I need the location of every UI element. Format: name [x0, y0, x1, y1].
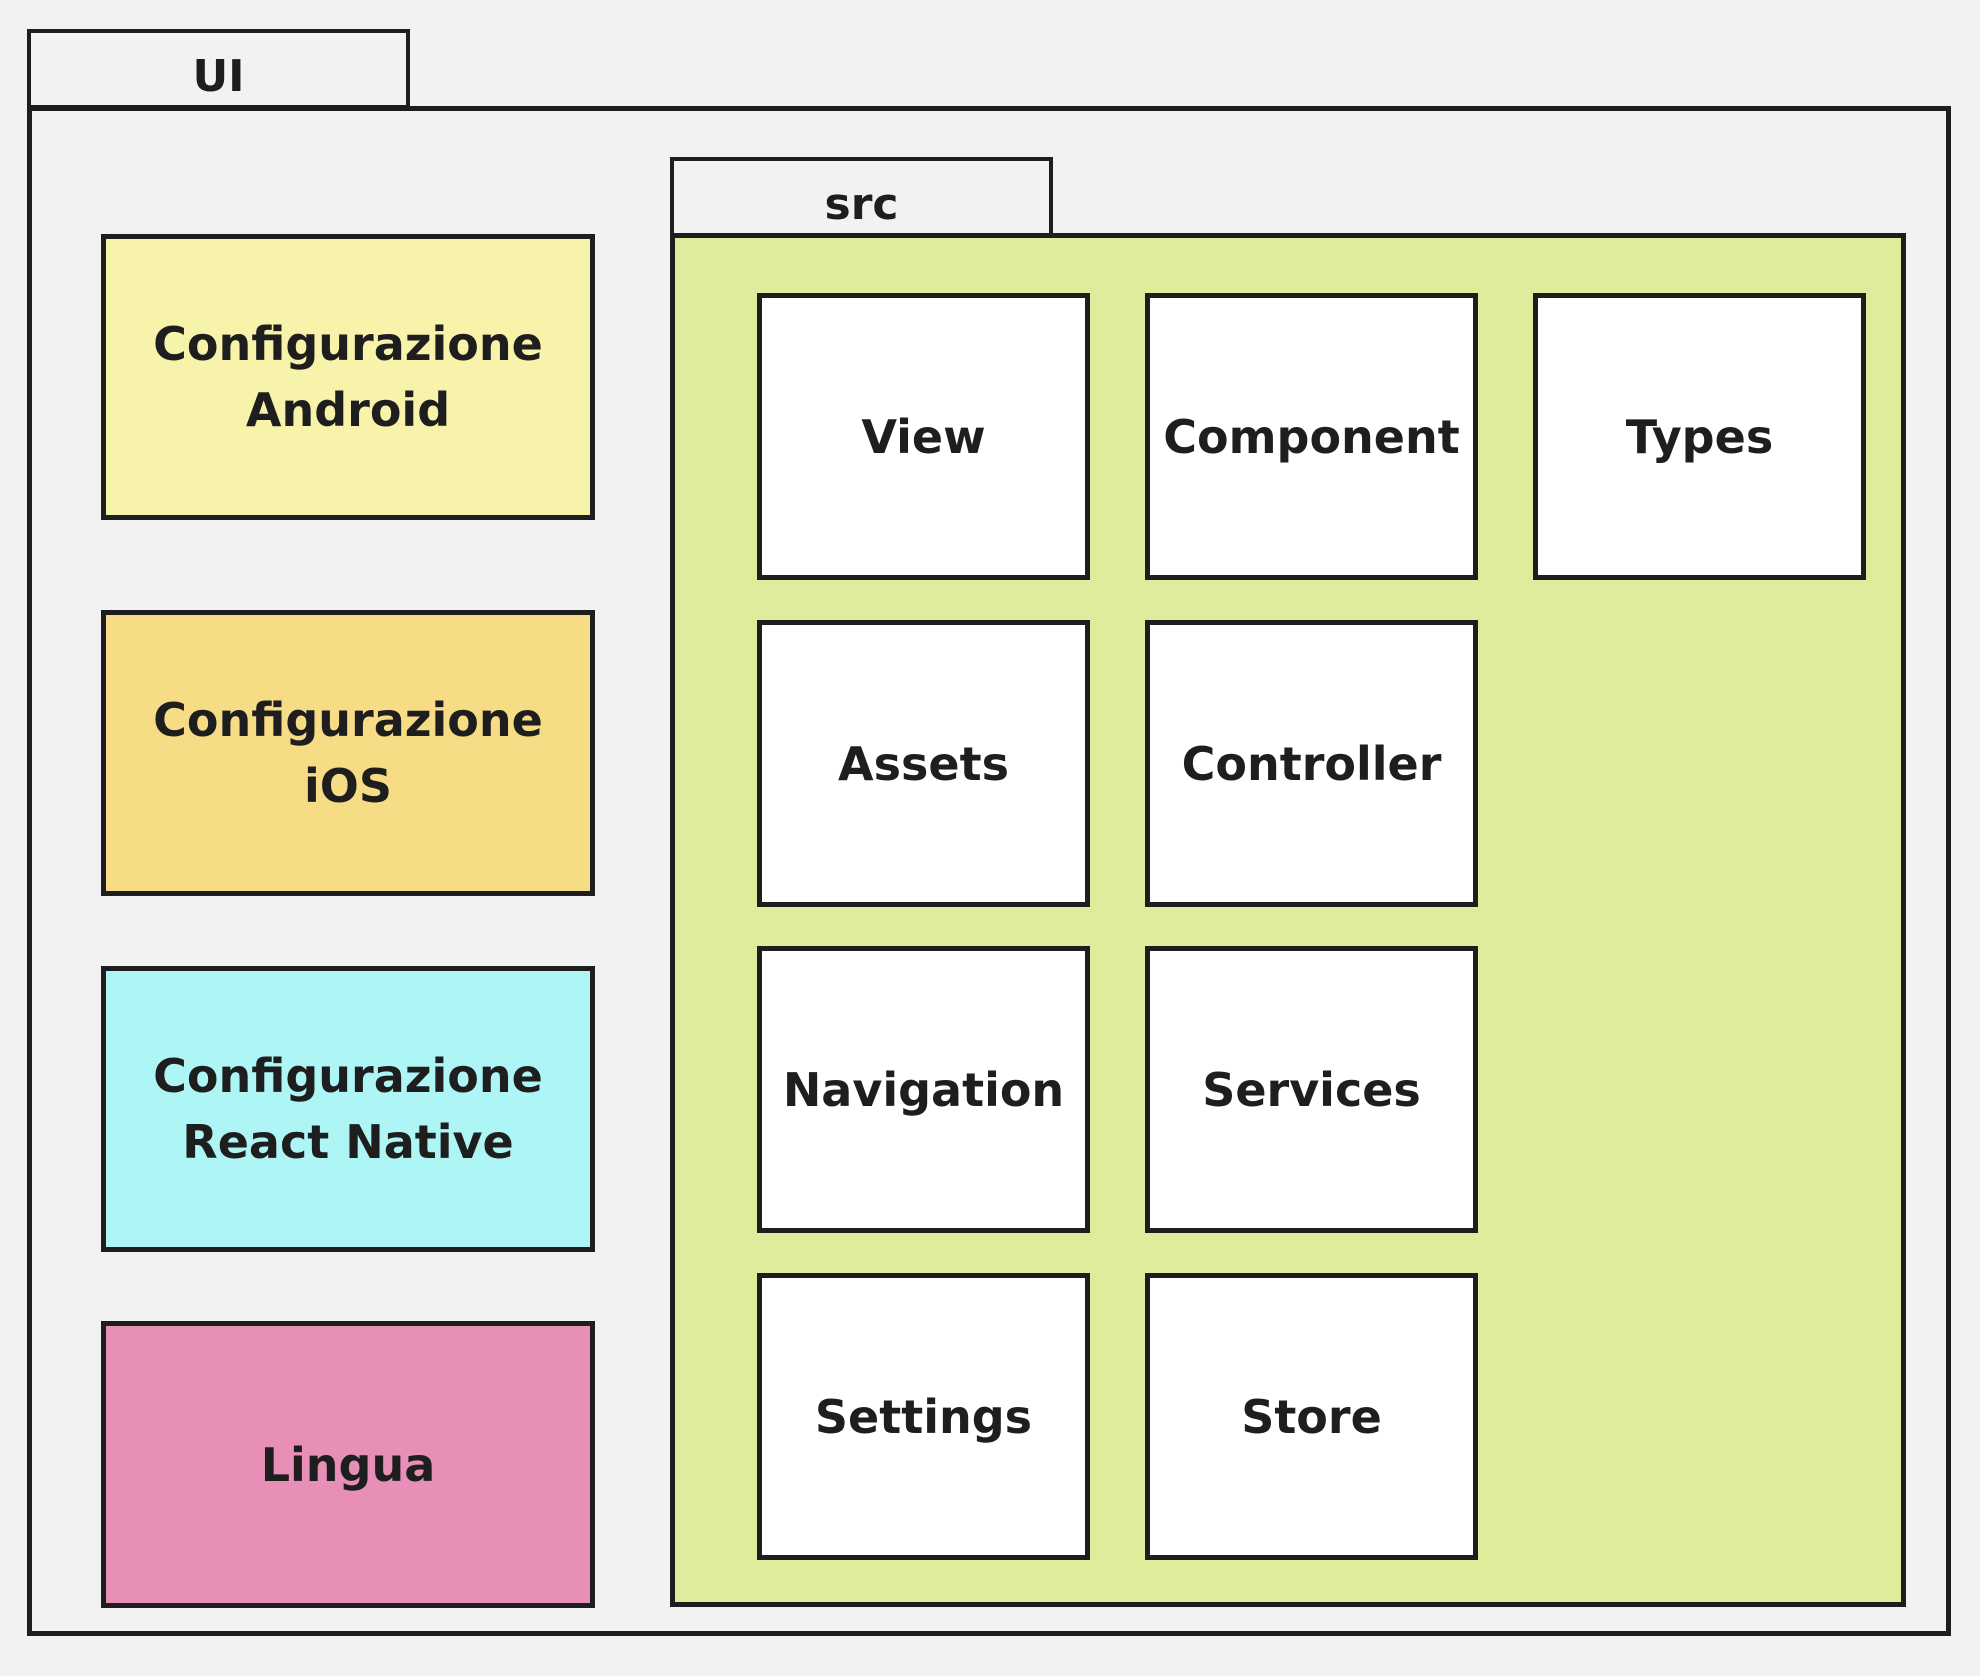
config-react-native-line1: Configurazione — [153, 1049, 543, 1103]
config-react-native-line2: React Native — [182, 1115, 514, 1169]
config-android-box: Configurazione Android — [101, 234, 595, 520]
config-ios-line2: iOS — [303, 759, 392, 813]
lingua-label: Lingua — [260, 1437, 436, 1492]
config-android-line2: Android — [245, 383, 451, 437]
module-services-label: Services — [1202, 1062, 1421, 1117]
module-services: Services — [1145, 946, 1478, 1233]
module-navigation: Navigation — [757, 946, 1090, 1233]
module-view: View — [757, 293, 1090, 580]
config-ios-box: Configurazione iOS — [101, 610, 595, 896]
module-assets: Assets — [757, 620, 1090, 907]
module-store-label: Store — [1241, 1389, 1382, 1444]
lingua-box: Lingua — [101, 1321, 595, 1608]
module-store: Store — [1145, 1273, 1478, 1560]
module-component-label: Component — [1163, 409, 1460, 464]
module-controller: Controller — [1145, 620, 1478, 907]
module-settings: Settings — [757, 1273, 1090, 1560]
ui-package-tab: UI — [27, 29, 410, 109]
module-types-label: Types — [1625, 409, 1774, 464]
config-ios-line1: Configurazione — [153, 693, 543, 747]
module-settings-label: Settings — [814, 1389, 1033, 1444]
ui-package-label: UI — [192, 50, 245, 102]
src-package-tab: src — [670, 157, 1053, 237]
module-navigation-label: Navigation — [782, 1062, 1065, 1117]
module-view-label: View — [861, 409, 986, 464]
module-controller-label: Controller — [1181, 736, 1442, 791]
module-component: Component — [1145, 293, 1478, 580]
src-package-label: src — [824, 178, 899, 230]
module-types: Types — [1533, 293, 1866, 580]
module-assets-label: Assets — [838, 736, 1009, 791]
config-android-line1: Configurazione — [153, 317, 543, 371]
config-react-native-box: Configurazione React Native — [101, 966, 595, 1252]
